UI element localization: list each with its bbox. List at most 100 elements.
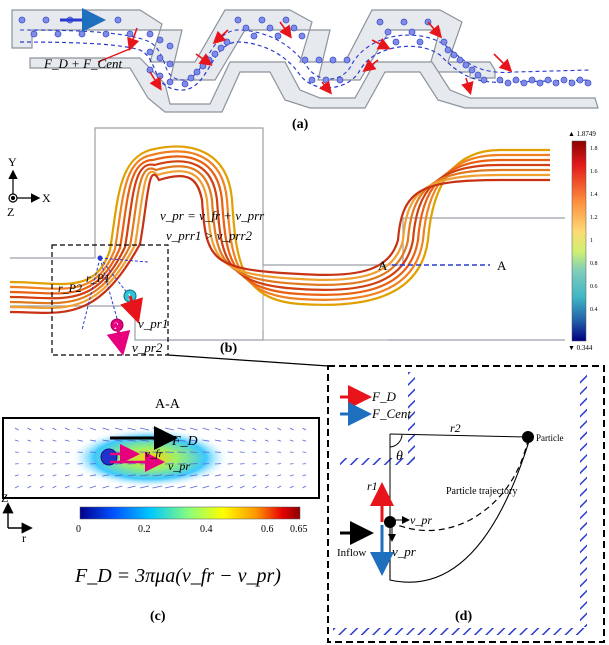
- velocity-vector: [302, 485, 307, 489]
- velocity-vector: [139, 485, 149, 489]
- velocity-vector: [102, 439, 110, 442]
- velocity-vector: [239, 427, 245, 431]
- particle-dot: [166, 60, 174, 68]
- velocity-vector: [277, 427, 282, 431]
- velocity-vector: [139, 474, 149, 477]
- radius-r2-line: [389, 433, 529, 438]
- trajectory-path: [389, 439, 529, 532]
- velocity-vector: [239, 485, 245, 489]
- particle-dot: [440, 38, 448, 46]
- velocity-inequality: v_prr1 > v_prr2: [166, 228, 253, 243]
- velocity-vector: [239, 474, 245, 477]
- colorbar-c: [79, 506, 301, 520]
- velocity-vector: [177, 439, 186, 442]
- velocity-vector: [52, 427, 57, 431]
- legend-fcent-label: F_Cent: [371, 406, 411, 421]
- r-p2-label: r_P2: [58, 281, 82, 295]
- panel-a: F_D + F_Cent (a): [11, 8, 599, 132]
- force-pointer-a: [97, 47, 133, 63]
- inflow-label: Inflow: [337, 547, 366, 559]
- velocity-vector: [139, 439, 149, 442]
- particle-dot: [456, 56, 464, 64]
- particle-dot: [301, 56, 309, 64]
- panel-a-label: (a): [292, 117, 309, 132]
- particle-dot: [376, 18, 384, 26]
- velocity-vector: [102, 474, 110, 477]
- velocity-vector: [102, 485, 110, 489]
- velocity-vector: [214, 485, 222, 489]
- velocity-vector: [152, 485, 163, 489]
- streamline: [9, 170, 550, 310]
- velocity-vector: [202, 427, 210, 431]
- particle-dot: [30, 30, 38, 38]
- panel-d-label: (d): [455, 609, 472, 624]
- particle-dot: [552, 79, 560, 87]
- velocity-vector: [77, 485, 83, 489]
- panel-b: v_pr = v_fr + v_prr v_prr1 > v_prr2 Y X …: [7, 127, 598, 367]
- particle-dot: [102, 30, 110, 38]
- velocity-vector: [214, 427, 222, 431]
- colorbar-b-tick: 1.4: [590, 192, 598, 198]
- velocity-vector: [289, 474, 294, 477]
- velocity-vector: [189, 439, 198, 442]
- streamline: [9, 160, 550, 300]
- velocity-vector: [77, 427, 83, 431]
- particle-dot: [298, 32, 306, 40]
- particle-dot: [156, 36, 164, 44]
- v-pr2-label: v_pr2: [132, 340, 163, 355]
- particle-dot: [468, 66, 476, 74]
- velocity-vector: [77, 474, 83, 477]
- particle-dot: [576, 76, 584, 84]
- streamlines-b: [9, 145, 550, 314]
- velocity-vector: [252, 485, 257, 489]
- colorbar-b-tick: 1.6: [590, 169, 598, 175]
- axis-r-c: r: [22, 531, 26, 545]
- velocity-vector: [289, 485, 294, 489]
- particle-dot: [54, 30, 62, 38]
- velocity-vector: [302, 474, 307, 477]
- velocity-vector: [302, 427, 307, 431]
- v-pr1-arrow: [120, 295, 143, 324]
- drag-formula: F_D = 3πμa(v_fr − v_pr): [74, 565, 281, 587]
- velocity-vector: [277, 485, 282, 489]
- velocity-vector: [89, 439, 97, 442]
- axis-x-b: X: [42, 191, 51, 205]
- vfr-label-c: v_fr: [145, 448, 163, 460]
- velocity-vector: [227, 474, 233, 477]
- axis-z-b: Z: [7, 205, 14, 219]
- velocity-vector: [189, 427, 198, 431]
- colorbar-c-tick: 0.65: [290, 524, 308, 535]
- velocity-vector: [177, 485, 186, 489]
- velocity-vector: [214, 474, 222, 477]
- particle-dot: [187, 74, 195, 82]
- velocity-vector: [252, 439, 257, 442]
- velocity-vector: [177, 427, 186, 431]
- velocity-vector: [52, 474, 57, 477]
- axes-b: [8, 169, 41, 203]
- particle-dot: [308, 76, 316, 84]
- particle-dot: [512, 76, 520, 84]
- panel-d: F_D F_Cent θ r2 r1 Particle Particle tra…: [327, 365, 605, 643]
- axes-c: [2, 502, 33, 534]
- velocity-vector: [152, 474, 163, 477]
- particle-dot: [166, 78, 174, 86]
- velocity-vector: [39, 439, 44, 442]
- particle-dot: [322, 76, 330, 84]
- particle-dot: [384, 28, 392, 36]
- particle-dot: [560, 76, 568, 84]
- colorbar-b-ticks: 1.81.61.41.210.80.60.4: [590, 146, 598, 313]
- velocity-vector: [277, 474, 282, 477]
- velocity-vector: [14, 439, 19, 442]
- theta-arc: [389, 434, 403, 448]
- particle-dot: [474, 71, 482, 79]
- particle-dot: [78, 30, 86, 38]
- r2-label: r2: [450, 421, 461, 435]
- v-pt-label-d: v_pr: [410, 513, 432, 527]
- particle-dot: [126, 30, 134, 38]
- velocity-vector: [189, 474, 198, 477]
- panel-d-frame: [327, 365, 605, 643]
- particle-dot: [315, 56, 323, 64]
- colorbar-b: [571, 140, 587, 342]
- velocity-vector: [252, 474, 257, 477]
- particle-end-d: [522, 431, 534, 443]
